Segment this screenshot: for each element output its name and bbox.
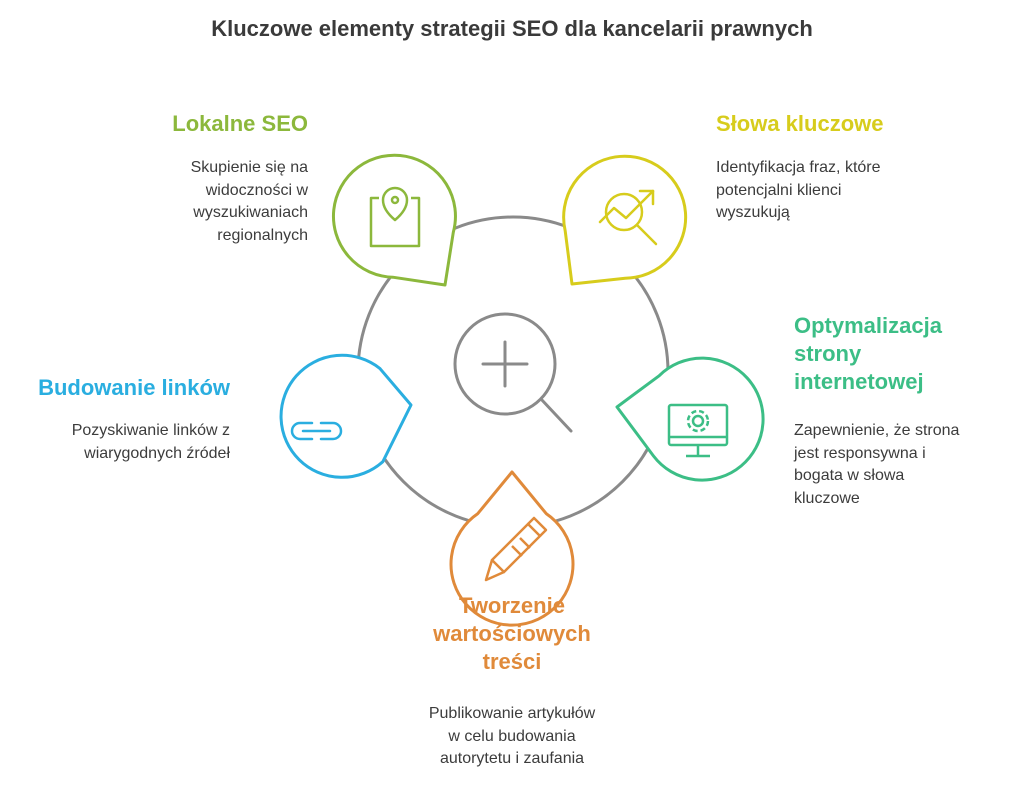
links-heading: Budowanie linków bbox=[38, 375, 230, 400]
content-description: Publikowanie artykułów w celu budowania … bbox=[428, 705, 596, 767]
website-description: Zapewnienie, że strona jest responsywna … bbox=[794, 422, 960, 507]
local-seo-heading: Lokalne SEO bbox=[172, 111, 308, 136]
keywords-description: Identyfikacja fraz, które potencjalni kl… bbox=[716, 159, 881, 221]
website-heading: Optymalizacja strony internetowej bbox=[794, 313, 942, 394]
magnifier-plus-icon bbox=[453, 312, 573, 433]
keywords-node bbox=[562, 154, 688, 286]
pencil-icon bbox=[484, 516, 548, 582]
diagram-title: Kluczowe elementy strategii SEO dla kanc… bbox=[211, 16, 813, 41]
monitor-settings-icon bbox=[667, 403, 729, 458]
local-seo-node bbox=[332, 153, 457, 287]
local-seo-description: Skupienie się na widoczności w wyszukiwa… bbox=[190, 159, 308, 244]
location-pin-icon bbox=[369, 186, 421, 248]
links-node bbox=[279, 353, 413, 479]
website-node bbox=[615, 356, 765, 482]
links-description: Pozyskiwanie linków z wiarygodnych źróde… bbox=[71, 422, 230, 462]
content-node bbox=[449, 470, 575, 627]
content-heading: Tworzenie wartościowych treści bbox=[433, 593, 591, 674]
link-icon bbox=[290, 421, 343, 441]
keywords-heading: Słowa kluczowe bbox=[716, 111, 884, 136]
search-trend-icon bbox=[598, 189, 658, 246]
